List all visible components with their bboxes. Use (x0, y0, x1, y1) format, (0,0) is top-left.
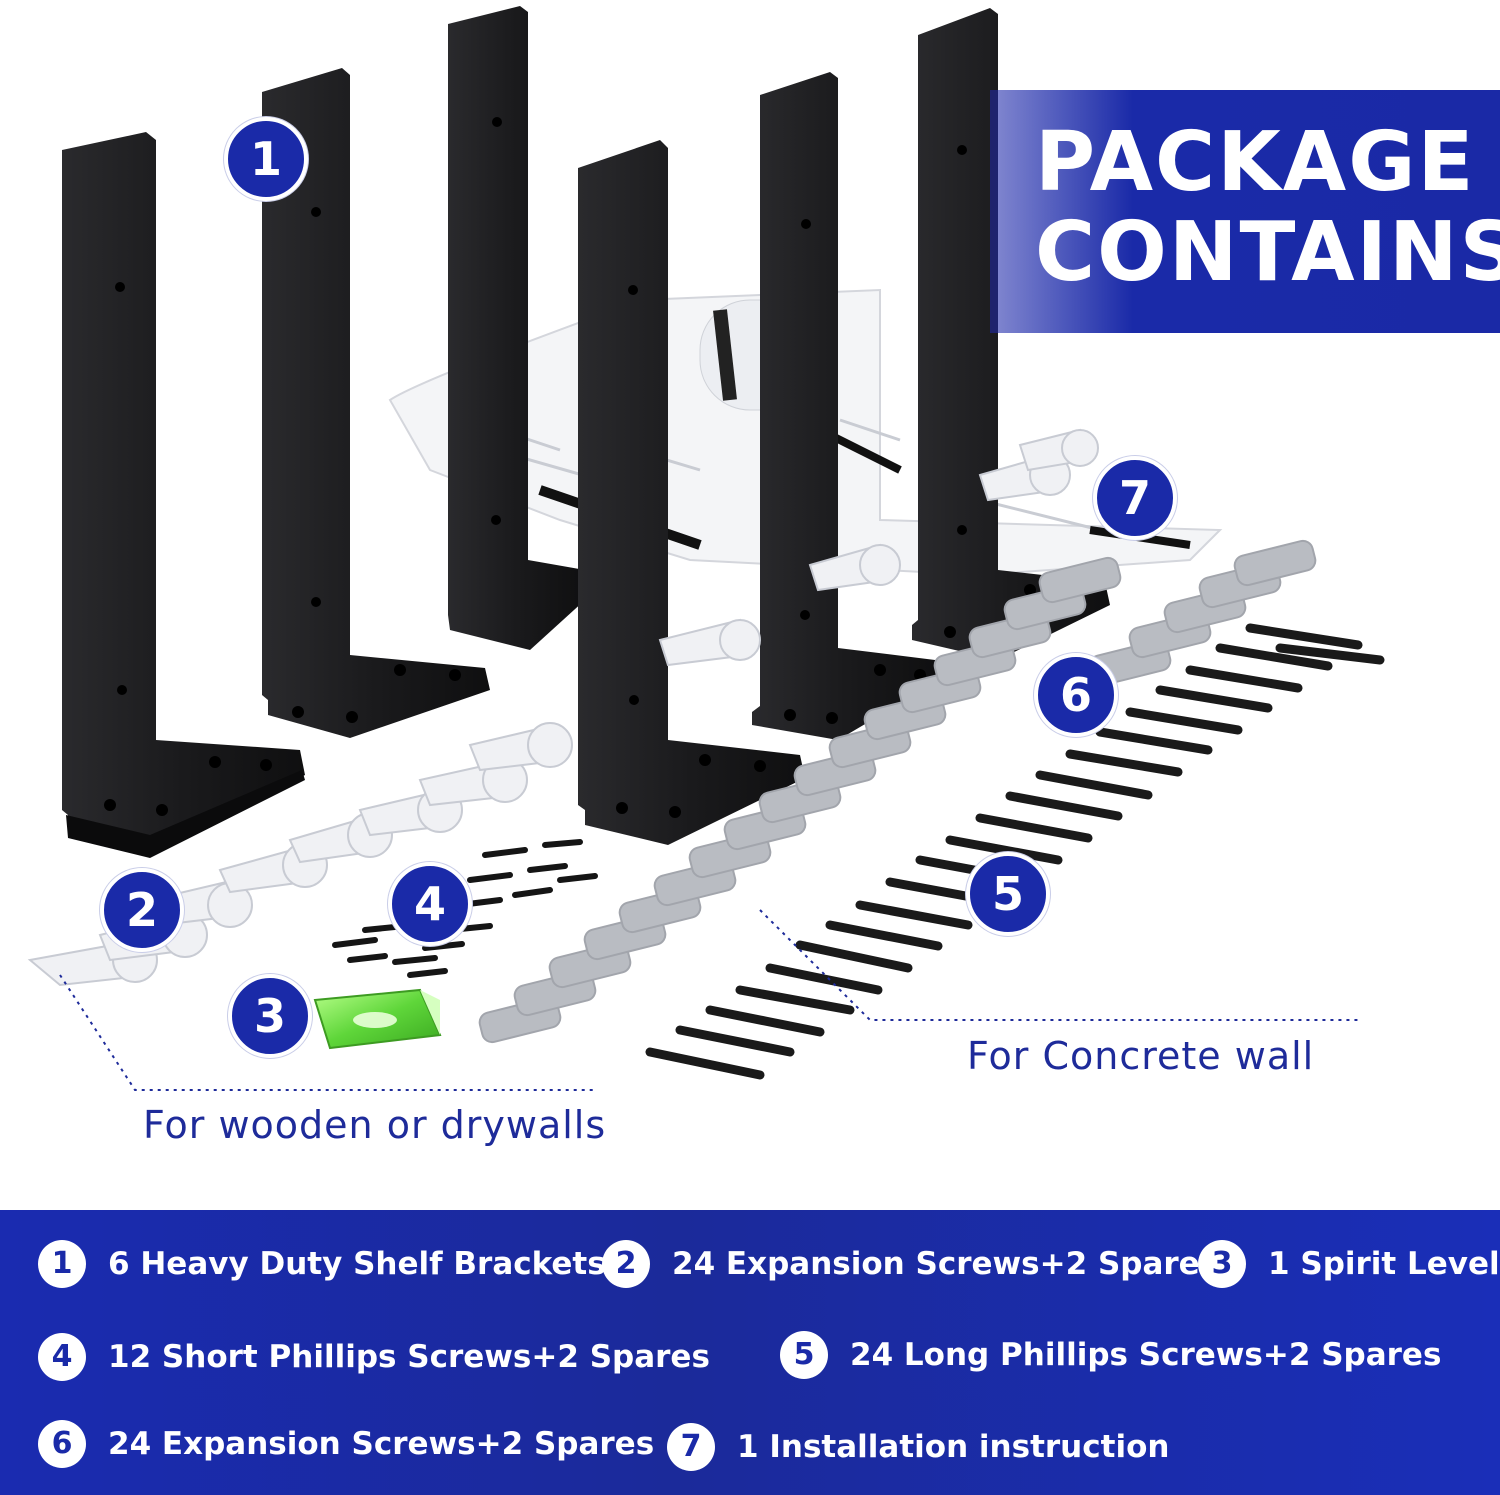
phillips-screw-icon (645, 1047, 765, 1080)
wooden-wall-label: For wooden or drywalls (143, 1103, 607, 1147)
drywall-anchors (27, 428, 1099, 987)
legend-item-7: 7 1 Installation instruction (667, 1423, 1169, 1471)
phillips-screw-icon (1125, 707, 1243, 735)
legend-text-2: 24 Expansion Screws+2 Spares (672, 1246, 1219, 1282)
phillips-screw-icon (1155, 685, 1273, 713)
phillips-screw-icon (332, 937, 378, 948)
phillips-screw-icon (795, 940, 913, 973)
phillips-screw-icon (1035, 770, 1153, 800)
legend-text-6: 24 Expansion Screws+2 Spares (108, 1426, 655, 1462)
phillips-screw-icon (705, 1005, 825, 1037)
phillips-screw-icon (527, 863, 568, 873)
phillips-screw-icon (347, 953, 388, 963)
legend-number-1: 1 (38, 1240, 86, 1288)
legend-panel: 1 6 Heavy Duty Shelf Brackets 2 24 Expan… (0, 1210, 1500, 1495)
legend-text-4: 12 Short Phillips Screws+2 Spares (108, 1339, 710, 1375)
phillips-screw-icon (422, 941, 465, 951)
drywall-anchor-icon (658, 618, 761, 667)
phillips-screw-icon (1065, 749, 1183, 777)
phillips-screw-icon (975, 813, 1093, 843)
phillips-screw-icon (945, 835, 1063, 865)
phillips-screw-icon (1275, 643, 1385, 665)
shelf-bracket-icon (578, 140, 805, 845)
shelf-brackets (62, 6, 1110, 858)
shelf-bracket-icon (62, 132, 305, 858)
shelf-bracket-icon (752, 72, 940, 740)
phillips-screw-icon (1185, 665, 1303, 693)
phillips-screw-icon (1215, 643, 1333, 671)
phillips-screw-icon (467, 872, 513, 883)
legend-item-4: 4 12 Short Phillips Screws+2 Spares (38, 1333, 710, 1381)
title-banner (990, 90, 1500, 333)
callout-2: 2 (100, 868, 184, 952)
phillips-screw-icon (765, 963, 883, 995)
phillips-screw-icon (392, 955, 438, 965)
legend-number-5: 5 (780, 1331, 828, 1379)
drywall-anchor-icon (808, 543, 901, 592)
legend-number-4: 4 (38, 1333, 86, 1381)
drywall-anchor-icon (418, 757, 528, 807)
phillips-screw-icon (855, 900, 973, 930)
drywall-anchor-icon (1018, 428, 1099, 472)
shelf-bracket-icon (262, 68, 490, 738)
phillips-screw-icon (557, 873, 598, 883)
legend-item-1: 1 6 Heavy Duty Shelf Brackets (38, 1240, 606, 1288)
legend-number-3: 3 (1198, 1240, 1246, 1288)
legend-number-7: 7 (667, 1423, 715, 1471)
callout-3: 3 (228, 974, 312, 1058)
legend-item-5: 5 24 Long Phillips Screws+2 Spares (780, 1331, 1441, 1379)
legend-text-3: 1 Spirit Level (1268, 1246, 1500, 1282)
phillips-screw-icon (1245, 623, 1363, 650)
legend-item-6: 6 24 Expansion Screws+2 Spares (38, 1420, 654, 1468)
callout-4: 4 (388, 862, 472, 946)
phillips-screw-icon (825, 920, 943, 951)
legend-item-2: 2 24 Expansion Screws+2 Spares (602, 1240, 1218, 1288)
callout-7: 7 (1093, 456, 1177, 540)
legend-number-2: 2 (602, 1240, 650, 1288)
spirit-level-icon (313, 988, 442, 1050)
shelf-bracket-icon (448, 6, 585, 650)
leader-lines (59, 909, 1360, 1091)
legend-text-5: 24 Long Phillips Screws+2 Spares (850, 1337, 1442, 1373)
phillips-screw-icon (407, 968, 448, 978)
legend-item-3: 3 1 Spirit Level (1198, 1240, 1500, 1288)
drywall-anchor-icon (468, 722, 573, 772)
title-line-1: PACKAGE (1035, 115, 1476, 210)
phillips-screw-icon (1095, 727, 1213, 755)
legend-text-1: 6 Heavy Duty Shelf Brackets (108, 1246, 606, 1282)
callout-5: 5 (966, 852, 1050, 936)
legend-text-7: 1 Installation instruction (737, 1429, 1170, 1465)
phillips-screw-icon (482, 847, 528, 858)
concrete-anchor-icon (1233, 539, 1317, 587)
callout-6: 6 (1034, 653, 1118, 737)
phillips-screw-icon (675, 1025, 795, 1057)
phillips-screw-icon (735, 985, 855, 1015)
concrete-wall-label: For Concrete wall (967, 1034, 1315, 1078)
phillips-screw-icon (1005, 791, 1123, 821)
callout-1: 1 (224, 117, 308, 201)
phillips-screw-icon (512, 887, 553, 898)
legend-number-6: 6 (38, 1420, 86, 1468)
shelf-bracket-icon (912, 8, 1110, 660)
phillips-screw-icon (542, 839, 583, 848)
title-line-2: CONTAINS (1035, 205, 1500, 300)
concrete-anchor-icon (1038, 556, 1122, 604)
